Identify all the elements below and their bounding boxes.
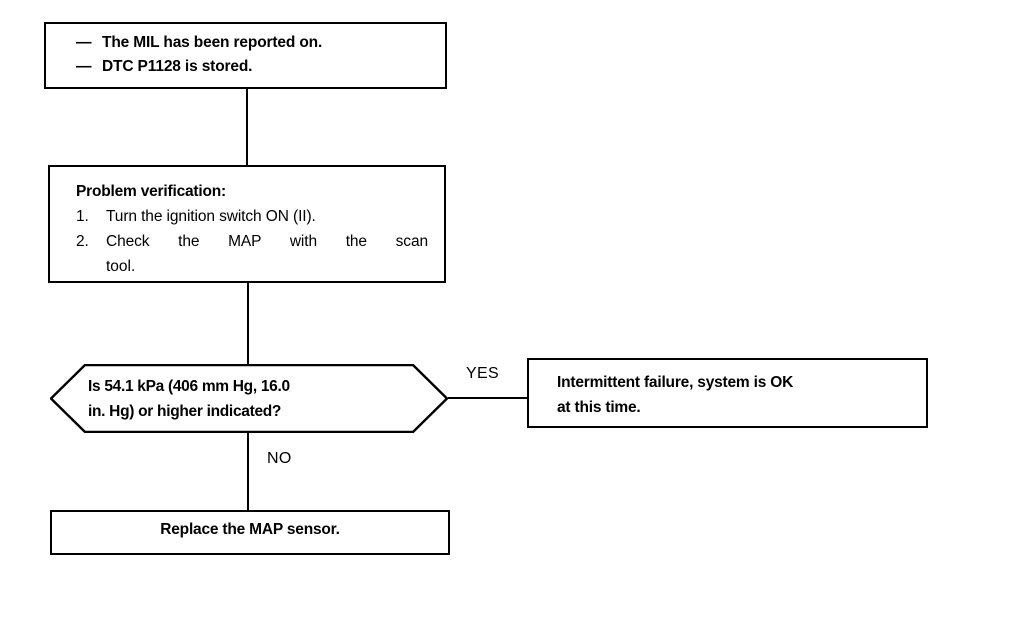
intermittent-text-line-2: at this time. xyxy=(557,399,641,416)
step-text: Turn the ignition switch ON (II). xyxy=(106,208,316,225)
node-symptoms: — The MIL has been reported on. — DTC P1… xyxy=(44,22,447,89)
connector-decision-no-to-replace xyxy=(247,431,249,511)
step-text-continuation: tool. xyxy=(106,258,136,275)
node-intermittent-failure: Intermittent failure, system is OK at th… xyxy=(527,358,928,428)
connector-decision-yes-to-intermittent xyxy=(448,397,528,399)
hexagon-shape-icon xyxy=(50,364,448,433)
replace-text: Replace the MAP sensor. xyxy=(160,521,340,538)
symptom-text: The MIL has been reported on. xyxy=(102,34,323,51)
step-number: 1. xyxy=(76,208,89,225)
decision-text-line-1: Is 54.1 kPa (406 mm Hg, 16.0 xyxy=(88,378,290,395)
node-problem-verification: Problem verification: 1. Turn the igniti… xyxy=(48,165,446,283)
verification-content: Problem verification: 1. Turn the igniti… xyxy=(76,179,428,279)
em-dash-bullet-icon: — xyxy=(76,58,92,75)
decision-text-line-2: in. Hg) or higher indicated? xyxy=(88,403,282,420)
connector-symptoms-to-verification xyxy=(246,88,248,166)
node-replace-map-sensor: Replace the MAP sensor. xyxy=(50,510,450,555)
em-dash-bullet-icon: — xyxy=(76,34,92,51)
list-item: — DTC P1128 is stored. xyxy=(76,55,436,79)
verification-step-2: 2. Check the MAP with the scan xyxy=(76,229,428,254)
intermittent-text: Intermittent failure, system is OK at th… xyxy=(557,370,913,420)
step-number: 2. xyxy=(76,233,89,250)
symptom-text: DTC P1128 is stored. xyxy=(102,58,253,75)
node-decision-map-reading: Is 54.1 kPa (406 mm Hg, 16.0 in. Hg) or … xyxy=(50,364,448,433)
branch-label-no: NO xyxy=(267,450,292,467)
list-item: — The MIL has been reported on. xyxy=(76,31,436,55)
branch-label-yes: YES xyxy=(466,365,499,382)
intermittent-text-line-1: Intermittent failure, system is OK xyxy=(557,374,794,391)
step-text: Check the MAP with the scan xyxy=(106,233,428,250)
connector-verification-to-decision xyxy=(247,283,249,366)
verification-title: Problem verification: xyxy=(76,183,226,200)
decision-text: Is 54.1 kPa (406 mm Hg, 16.0 in. Hg) or … xyxy=(88,374,418,424)
verification-step-1: 1. Turn the ignition switch ON (II). xyxy=(76,204,428,229)
symptom-list: — The MIL has been reported on. — DTC P1… xyxy=(76,31,436,79)
